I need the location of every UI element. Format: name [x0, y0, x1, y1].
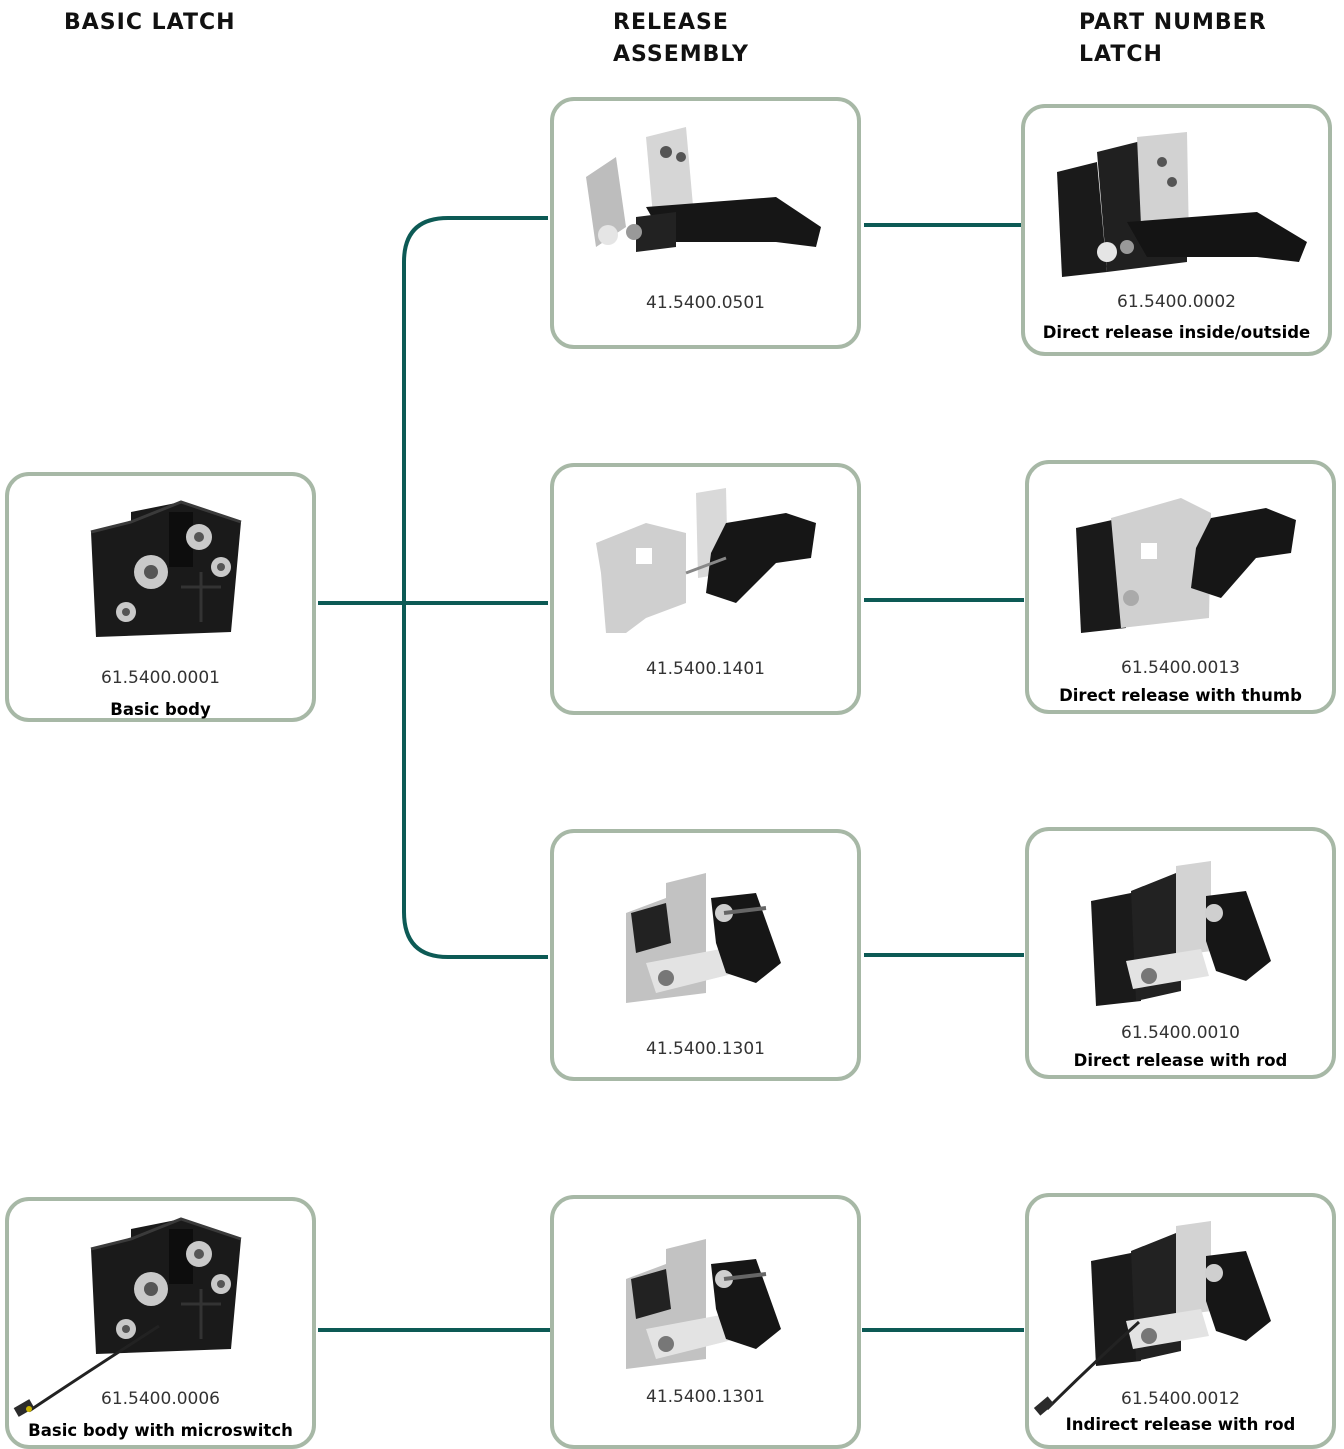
latch-handle-icon — [1037, 122, 1317, 292]
part-code: 61.5400.0006 — [101, 1389, 220, 1409]
part-description: Basic body — [110, 700, 211, 719]
column-header-release-line2: ASSEMBLY — [613, 42, 749, 67]
microswitch-cable-icon — [1033, 1320, 1141, 1416]
column-header-part-line2: LATCH — [1079, 42, 1163, 67]
column-header-part-number-latch: PART NUMBER LATCH — [1079, 7, 1267, 71]
part-description: Basic body with microswitch — [28, 1421, 293, 1440]
column-header-release-assembly: RELEASE ASSEMBLY — [613, 7, 749, 71]
part-number-latch-card-4[interactable]: 61.5400.0012 Indirect release with rod — [1025, 1193, 1336, 1449]
connector-branch-trunk — [402, 216, 548, 959]
microswitch-cable-icon — [13, 1324, 160, 1417]
part-code: 41.5400.1301 — [646, 1039, 765, 1059]
part-code: 41.5400.1301 — [646, 1387, 765, 1407]
part-code: 61.5400.0013 — [1121, 658, 1240, 678]
column-header-part-line1: PART NUMBER — [1079, 10, 1267, 35]
part-description: Direct release with thumb — [1059, 686, 1302, 705]
release-rod-icon — [606, 1219, 806, 1389]
latch-rod-icon — [1081, 851, 1281, 1021]
part-description: Direct release with rod — [1073, 1051, 1288, 1070]
column-header-basic-latch-text: BASIC LATCH — [64, 10, 236, 35]
part-code: 41.5400.0501 — [646, 293, 765, 313]
release-assembly-card-3[interactable]: 41.5400.1301 — [550, 829, 861, 1081]
part-code: 61.5400.0001 — [101, 668, 220, 688]
column-header-release-line1: RELEASE — [613, 10, 729, 35]
release-rod-icon — [606, 853, 806, 1023]
part-description: Direct release inside/outside — [1042, 323, 1311, 342]
release-thumb-icon — [586, 483, 826, 653]
part-code: 61.5400.0012 — [1121, 1389, 1240, 1409]
part-code: 41.5400.1401 — [646, 659, 765, 679]
release-assembly-card-1[interactable]: 41.5400.0501 — [550, 97, 861, 349]
part-number-latch-card-3[interactable]: 61.5400.0010 Direct release with rod — [1025, 827, 1336, 1079]
part-code: 61.5400.0010 — [1121, 1023, 1240, 1043]
release-assembly-card-2[interactable]: 41.5400.1401 — [550, 463, 861, 715]
release-assembly-card-4[interactable]: 41.5400.1301 — [550, 1195, 861, 1449]
part-description: Indirect release with rod — [1065, 1415, 1296, 1434]
basic-latch-card-1[interactable]: 61.5400.0001 Basic body — [5, 472, 316, 722]
part-code: 61.5400.0002 — [1117, 292, 1236, 312]
latch-thumb-icon — [1061, 478, 1301, 648]
part-number-latch-card-1[interactable]: 61.5400.0002 Direct release inside/outsi… — [1021, 104, 1332, 356]
column-header-basic-latch: BASIC LATCH — [64, 7, 236, 39]
basic-body-icon — [71, 492, 251, 642]
part-number-latch-card-2[interactable]: 61.5400.0013 Direct release with thumb — [1025, 460, 1336, 714]
basic-latch-card-2[interactable]: 61.5400.0006 Basic body with microswitch — [5, 1197, 316, 1449]
release-handle-icon — [576, 117, 836, 277]
